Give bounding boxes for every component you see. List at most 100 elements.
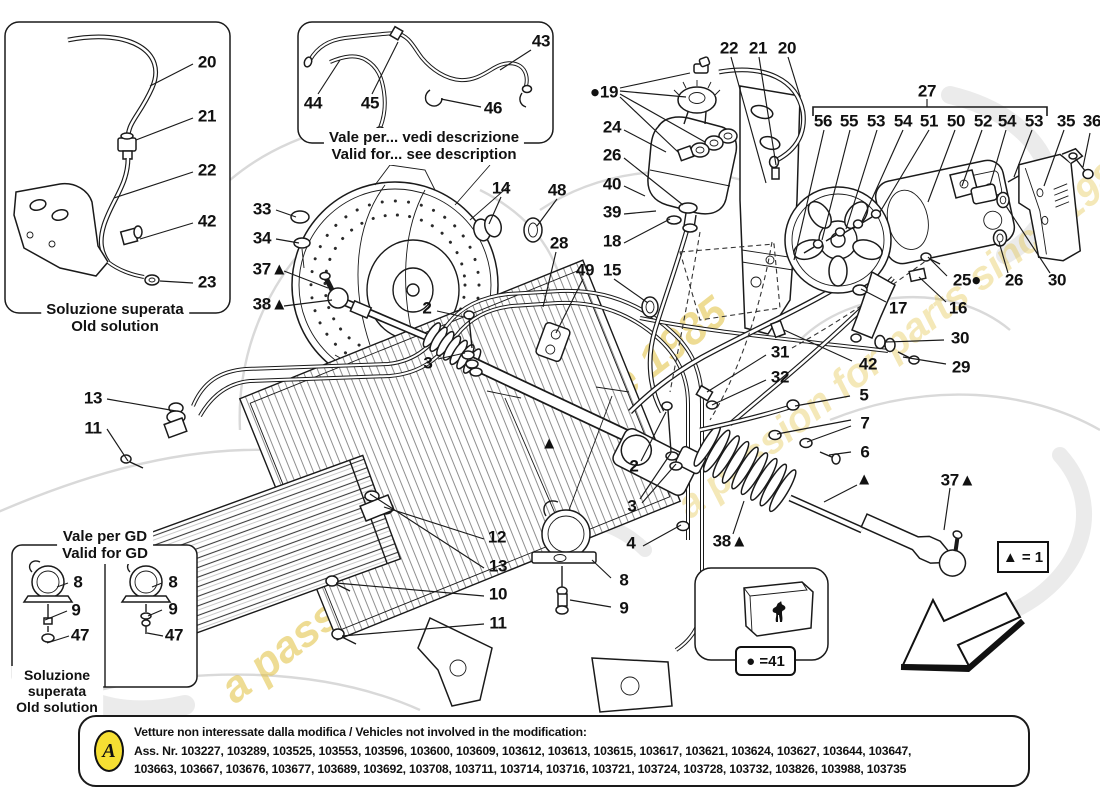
callout-28: 28 [549, 233, 569, 253]
callout-3: 3 [627, 496, 637, 516]
prancing-horse-icon [772, 601, 786, 622]
handbook-box [694, 567, 829, 661]
callout-30: 30 [950, 328, 970, 348]
callout-54: 54 [997, 111, 1017, 131]
callout-51: 51 [919, 111, 939, 131]
sensor-33-34 [290, 210, 311, 269]
note-line-1: Vetture non interessate dalla modifica /… [134, 724, 587, 739]
fluid-reservoir [647, 80, 738, 233]
callout-14: 14 [491, 178, 511, 198]
callout-9: 9 [619, 598, 629, 618]
callout-21: 21 [197, 106, 217, 126]
callout-13: 13 [83, 388, 103, 408]
direction-arrow [900, 591, 1025, 673]
note-line-2: Ass. Nr. 103227, 103289, 103525, 103553,… [134, 743, 912, 758]
old-solution-caption: Soluzione superata Old solution [41, 300, 189, 337]
mount-clamp-8 [486, 386, 630, 615]
callout-5: 5 [859, 385, 869, 405]
callout-26: 26 [602, 145, 622, 165]
callout-dot19: ●19 [589, 82, 619, 102]
callout-18: 18 [602, 231, 622, 251]
valid-for-description-caption: Vale per... vedi descrizione Valid for..… [323, 128, 525, 165]
callout-47: 47 [164, 625, 184, 645]
callout-tri: ▲ [855, 469, 873, 489]
callout-2: 2 [629, 456, 639, 476]
old-solution-box [4, 21, 231, 314]
callout-24: 24 [602, 117, 622, 137]
outer-tie-rod-end [860, 513, 967, 577]
callout-54: 54 [893, 111, 913, 131]
callout-23: 23 [197, 272, 217, 292]
modification-note: A Vetture non interessate dalla modifica… [78, 715, 1030, 787]
triangle-legend: ▲ = 1 [997, 541, 1049, 573]
callout-8: 8 [619, 570, 629, 590]
callout-37tri: 37▲ [940, 470, 976, 490]
callout-8: 8 [73, 572, 83, 592]
radiator-fittings [120, 402, 673, 713]
callout-11: 11 [84, 418, 102, 438]
callout-38tri: 38▲ [712, 531, 748, 551]
callout-32: 32 [770, 367, 790, 387]
callout-55: 55 [839, 111, 859, 131]
callout-35: 35 [1056, 111, 1076, 131]
callout-26: 26 [1004, 270, 1024, 290]
callout-39: 39 [602, 202, 622, 222]
callout-2: 2 [422, 298, 432, 318]
callout-20: 20 [777, 38, 797, 58]
power-steering-pump [784, 159, 1030, 343]
callout-17: 17 [888, 298, 908, 318]
callout-tri: ▲ [540, 433, 558, 453]
callout-9: 9 [71, 600, 81, 620]
callout-12: 12 [487, 527, 507, 547]
callout-15: 15 [602, 260, 622, 280]
callout-33: 33 [252, 199, 272, 219]
callout-13: 13 [488, 556, 508, 576]
callout-37tri: 37▲ [252, 259, 288, 279]
pipe-clamps [473, 214, 719, 410]
callout-22: 22 [197, 160, 217, 180]
callout-42: 42 [858, 354, 878, 374]
callout-40: 40 [602, 174, 622, 194]
callout-56: 56 [813, 111, 833, 131]
gd-old-solution-caption: Soluzione superata Old solution [11, 666, 103, 717]
callout-38tri: 38▲ [252, 294, 288, 314]
callout-36: 36 [1082, 111, 1100, 131]
callout-6: 6 [860, 442, 870, 462]
callout-16: 16 [948, 298, 968, 318]
callout-46: 46 [483, 98, 503, 118]
callout-4: 4 [626, 533, 636, 553]
assembly-dashed-lines [669, 203, 1001, 421]
callout-43: 43 [531, 31, 551, 51]
callout-52: 52 [973, 111, 993, 131]
valid-for-description-box [297, 21, 554, 144]
leader-lines [106, 56, 1091, 637]
callout-50: 50 [946, 111, 966, 131]
dot-legend: ● =41 [735, 646, 796, 676]
callout-20: 20 [197, 52, 217, 72]
callout-47: 47 [70, 625, 90, 645]
valid-for-gd-box [11, 544, 198, 688]
callout-34: 34 [252, 228, 272, 248]
callout-53: 53 [866, 111, 886, 131]
callout-21: 21 [748, 38, 768, 58]
callout-25dot: 25● [952, 270, 982, 290]
shield-bolt-36 [1068, 152, 1094, 180]
callout-30: 30 [1047, 270, 1067, 290]
callout-42: 42 [197, 211, 217, 231]
callout-9: 9 [168, 599, 178, 619]
callout-48: 48 [547, 180, 567, 200]
steering-rack [422, 310, 967, 577]
callout-27: 27 [917, 81, 937, 101]
note-text: Vetture non interessate dalla modifica /… [134, 723, 911, 780]
heat-shield [1018, 147, 1084, 262]
callout-22: 22 [719, 38, 739, 58]
note-badge-A: A [94, 730, 124, 772]
note-line-3: 103663, 103667, 103676, 103677, 103689, … [134, 762, 907, 777]
callout-44: 44 [303, 93, 323, 113]
callout-49: 49 [575, 260, 595, 280]
callout-31: 31 [770, 342, 790, 362]
callout-8: 8 [168, 572, 178, 592]
callout-45: 45 [360, 93, 380, 113]
